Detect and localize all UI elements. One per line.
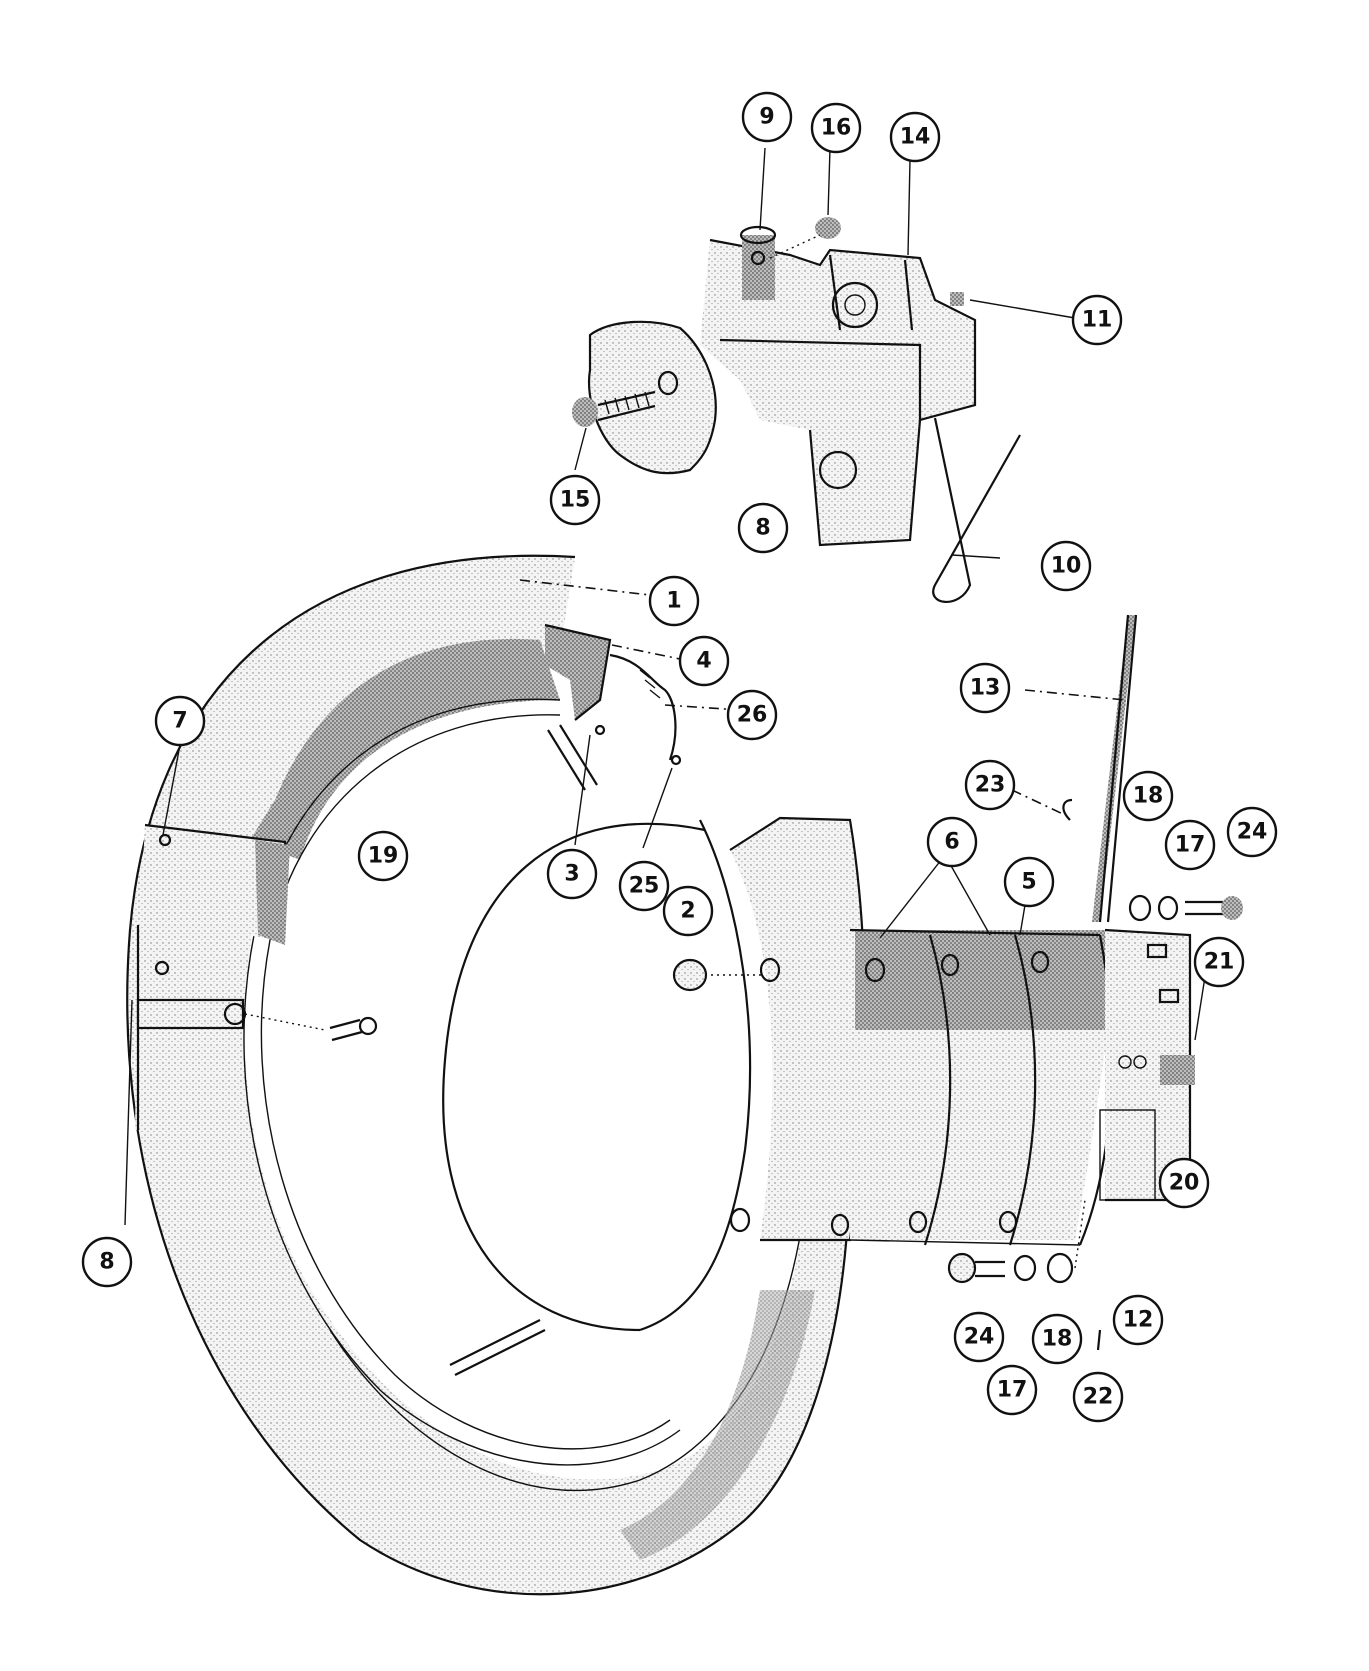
callout-23: 23 — [964, 759, 1016, 811]
callout-25: 25 — [618, 860, 670, 912]
svg-text:2: 2 — [680, 899, 695, 924]
callout-9: 9 — [741, 91, 793, 143]
hardware-bottom — [947, 1199, 1102, 1351]
svg-text:21: 21 — [1204, 950, 1235, 975]
band-segment-left — [730, 818, 865, 1240]
callout-1: 1 — [648, 575, 700, 627]
svg-text:8: 8 — [99, 1250, 114, 1275]
callout-22: 22 — [1072, 1371, 1124, 1423]
adjusting-rod — [1092, 614, 1138, 923]
svg-text:11: 11 — [1082, 308, 1113, 333]
flange-broken-edge — [589, 321, 716, 474]
svg-text:7: 7 — [172, 709, 187, 734]
callout-15: 15 — [549, 474, 601, 526]
svg-text:3: 3 — [564, 862, 579, 887]
latch-assembly — [1099, 928, 1195, 1202]
callout-3: 3 — [546, 848, 598, 900]
svg-text:18: 18 — [1042, 1327, 1073, 1352]
callout-20: 20 — [1158, 1157, 1210, 1209]
callout-14: 14 — [889, 111, 941, 163]
left-bracket — [135, 823, 378, 1130]
main-ring-assembly — [126, 554, 852, 1596]
svg-text:18: 18 — [1133, 784, 1164, 809]
callout-17-top: 17 — [1164, 819, 1216, 871]
callout-2: 2 — [662, 885, 714, 937]
callout-18-bottom: 18 — [1031, 1313, 1083, 1365]
callout-10: 10 — [1040, 540, 1092, 592]
svg-text:14: 14 — [900, 125, 931, 150]
clamp-assembly — [572, 217, 977, 547]
seal-band — [250, 638, 560, 860]
svg-text:24: 24 — [964, 1325, 995, 1350]
clamp-housing — [700, 240, 975, 545]
svg-text:20: 20 — [1169, 1171, 1200, 1196]
band-segments — [729, 816, 1113, 1246]
callout-6: 6 — [926, 816, 978, 868]
callout-24-top: 24 — [1226, 806, 1278, 858]
callout-12: 12 — [1112, 1294, 1164, 1346]
svg-text:1: 1 — [666, 589, 681, 614]
callout-21: 21 — [1193, 936, 1245, 988]
callout-4: 4 — [678, 635, 730, 687]
callout-24-bottom: 24 — [953, 1311, 1005, 1363]
svg-text:5: 5 — [1021, 870, 1036, 895]
outer-ring-face — [127, 555, 851, 1595]
svg-text:19: 19 — [368, 844, 399, 869]
callout-8-top: 8 — [737, 502, 789, 554]
spring-hook-parts — [544, 623, 765, 992]
callout-18-top: 18 — [1122, 770, 1174, 822]
svg-text:8: 8 — [755, 516, 770, 541]
callout-16: 16 — [810, 102, 862, 154]
svg-text:16: 16 — [821, 116, 852, 141]
hardware-top — [1062, 798, 1243, 922]
svg-text:17: 17 — [997, 1378, 1028, 1403]
svg-text:4: 4 — [696, 649, 711, 674]
svg-text:23: 23 — [975, 773, 1006, 798]
svg-text:17: 17 — [1175, 833, 1206, 858]
svg-text:12: 12 — [1123, 1308, 1154, 1333]
callout-7: 7 — [154, 695, 206, 747]
svg-text:24: 24 — [1237, 820, 1268, 845]
callout-13: 13 — [959, 662, 1011, 714]
callout-8-left: 8 — [81, 1236, 133, 1288]
svg-text:6: 6 — [944, 830, 959, 855]
svg-text:22: 22 — [1083, 1385, 1114, 1410]
svg-text:26: 26 — [737, 703, 768, 728]
svg-text:9: 9 — [759, 105, 774, 130]
callout-19: 19 — [357, 830, 409, 882]
callout-26: 26 — [726, 689, 778, 741]
callout-11: 11 — [1071, 294, 1123, 346]
callout-5: 5 — [1003, 856, 1055, 908]
callout-17-bottom: 17 — [986, 1364, 1038, 1416]
svg-text:25: 25 — [629, 874, 660, 899]
svg-text:15: 15 — [560, 488, 591, 513]
svg-text:13: 13 — [970, 676, 1001, 701]
spring-pin — [932, 417, 1021, 603]
svg-text:10: 10 — [1051, 554, 1082, 579]
